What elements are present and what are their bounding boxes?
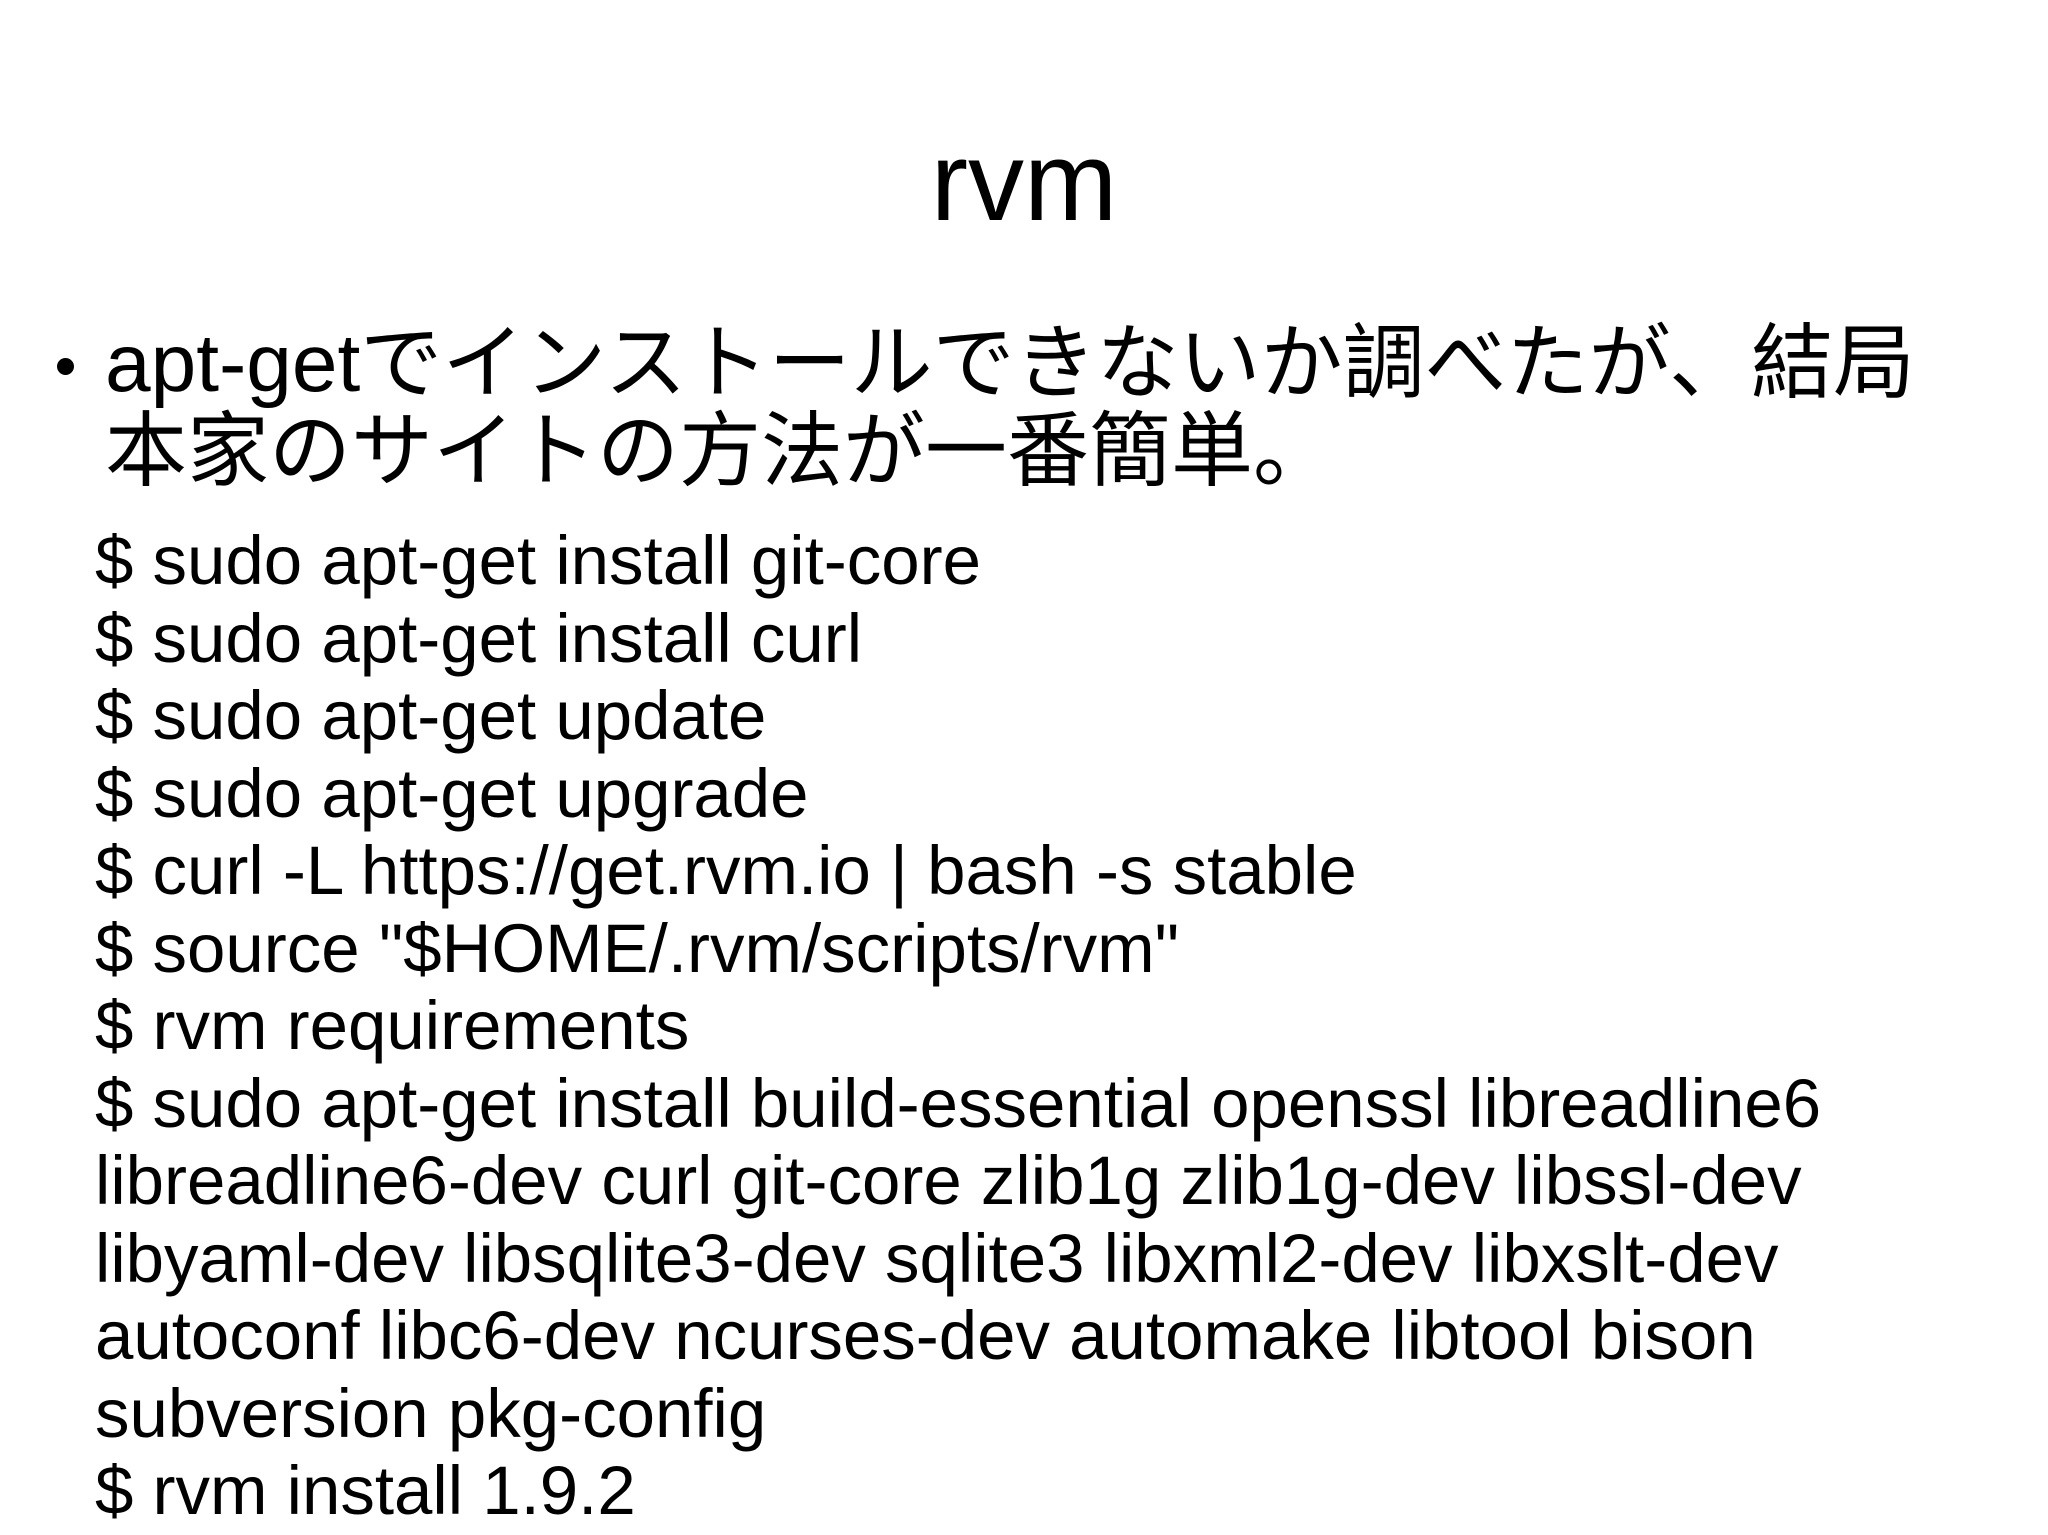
bullet-item: apt-getでインストールできないか調べたが、結局 本家のサイトの方法が一番簡… — [57, 320, 1915, 496]
bullet-line-1-japanese: でインストールできないか調べたが、結局 — [360, 318, 1916, 409]
code-line: libreadline6-dev curl git-core zlib1g zl… — [95, 1142, 1802, 1219]
code-line: $ rvm install 1.9.2 — [95, 1452, 636, 1529]
bullet-line-2: 本家のサイトの方法が一番簡単。 — [105, 406, 1336, 497]
code-line: $ sudo apt-get install build-essential o… — [95, 1064, 1822, 1142]
code-line: subversion pkg-config — [95, 1374, 767, 1452]
code-line: $ sudo apt-get upgrade — [95, 754, 809, 832]
bullet-line-1-latin: apt-get — [105, 318, 361, 409]
code-line: libyaml-dev libsqlite3-dev sqlite3 libxm… — [95, 1219, 1779, 1297]
code-line: $ curl -L https://get.rvm.io | bash -s s… — [95, 832, 1357, 909]
code-block: $ sudo apt-get install git-core $ sudo a… — [95, 522, 1821, 1530]
code-line: autoconf libc6-dev ncurses-dev automake … — [95, 1297, 1756, 1374]
slide-title: rvm — [930, 119, 1118, 244]
code-line: $ sudo apt-get install git-core — [95, 522, 981, 599]
bullet-marker-icon — [57, 358, 74, 375]
code-line: $ sudo apt-get update — [95, 677, 767, 754]
code-line: $ sudo apt-get install curl — [95, 599, 863, 677]
code-line: $ rvm requirements — [95, 987, 690, 1064]
code-line: $ source "$HOME/.rvm/scripts/rvm" — [95, 909, 1180, 987]
bullet-line-1: apt-getでインストールできないか調べたが、結局 — [105, 320, 1915, 408]
bullet-text: apt-getでインストールできないか調べたが、結局 本家のサイトの方法が一番簡… — [105, 320, 1915, 496]
